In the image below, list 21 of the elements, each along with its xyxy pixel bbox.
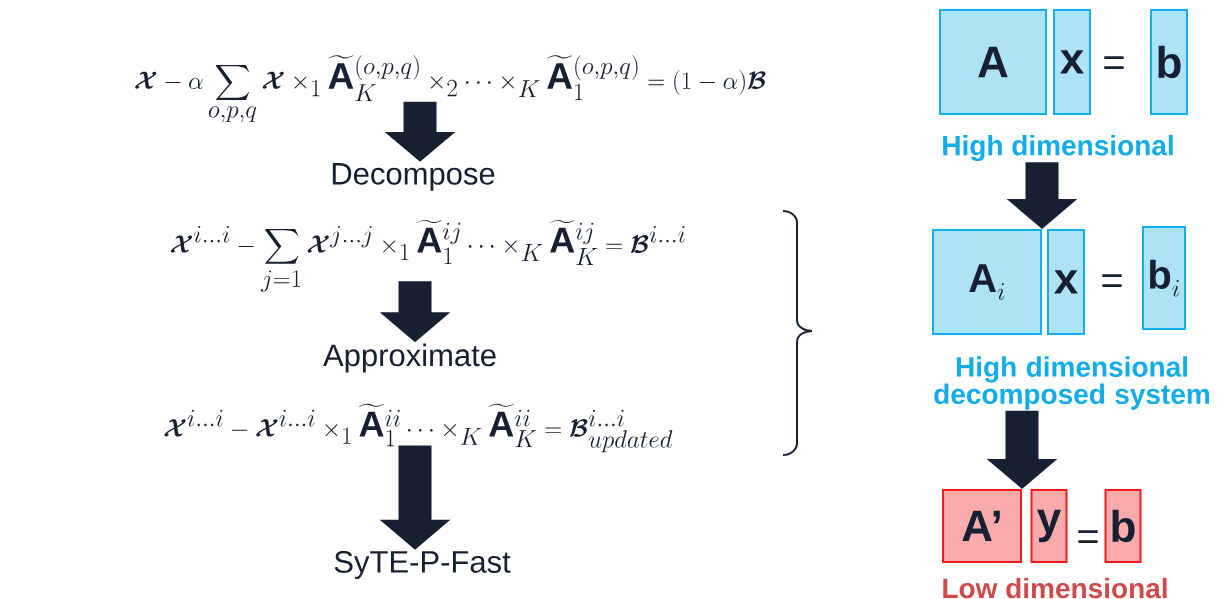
equals-sign: = bbox=[1102, 274, 1122, 288]
equals-sign: = bbox=[1078, 530, 1098, 544]
matrix-box: A’ bbox=[942, 489, 1022, 563]
equation: $\boldsymbol{\mathcal{X}}^{i\dots i}-\boldsymbol{\mathcal{X}}^{i\dots i}\times_1\widetilde{\mathbf{A}}_1^{ii}\dots\times_K\widetilde{\mathbf{A}}_K^{ii}=\boldsymbol{\mathcal{B}}_{updated}^{i\dots i}$ bbox=[164, 403, 673, 453]
caption-text: Low dimensional bbox=[943, 577, 1167, 599]
caption-text: High dimensional decomposed system bbox=[934, 356, 1209, 410]
matrix-box: x bbox=[1047, 229, 1085, 335]
matrix-box: b bbox=[1150, 9, 1188, 115]
step-text: Approximate bbox=[323, 343, 496, 373]
matrix-box: b bbox=[1104, 489, 1142, 563]
equation: $\boldsymbol{\mathcal{X}}^{i\dots i}-\sum_{j=1}\boldsymbol{\mathcal{X}}^{j\dots j}\times_1\widetilde{\mathbf{A}}_1^{ij}\dots\times_K\widetilde{\mathbf{A}}_K^{ij}=\boldsymbol{\mathcal{B}}^{i\dots i}$ bbox=[170, 219, 685, 292]
matrix-box: A bbox=[939, 9, 1047, 115]
step-text: SyTE-P-Fast bbox=[334, 550, 511, 579]
matrix-box: y bbox=[1030, 489, 1068, 563]
equation: $\boldsymbol{\mathcal{X}}-\alpha\sum_{o,p,q}\boldsymbol{\mathcal{X}}\times_1\widetilde{\mathbf{A}}_K^{(o,p,q)}\times_2\cdots\times_K\widetilde{\mathbf{A}}_1^{(o,p,q)}=(1-\alpha)\boldsymbol{\mathcal{B}}$ bbox=[135, 55, 766, 123]
equals-sign: = bbox=[1104, 56, 1124, 70]
step-text: Decompose bbox=[332, 163, 495, 191]
matrix-box: x bbox=[1053, 9, 1091, 115]
matrix-box: $\mathbf{b}_i$ bbox=[1142, 226, 1186, 330]
caption-text: High dimensional bbox=[943, 134, 1173, 162]
matrix-box: $\mathbf{A}_i$ bbox=[932, 229, 1042, 335]
